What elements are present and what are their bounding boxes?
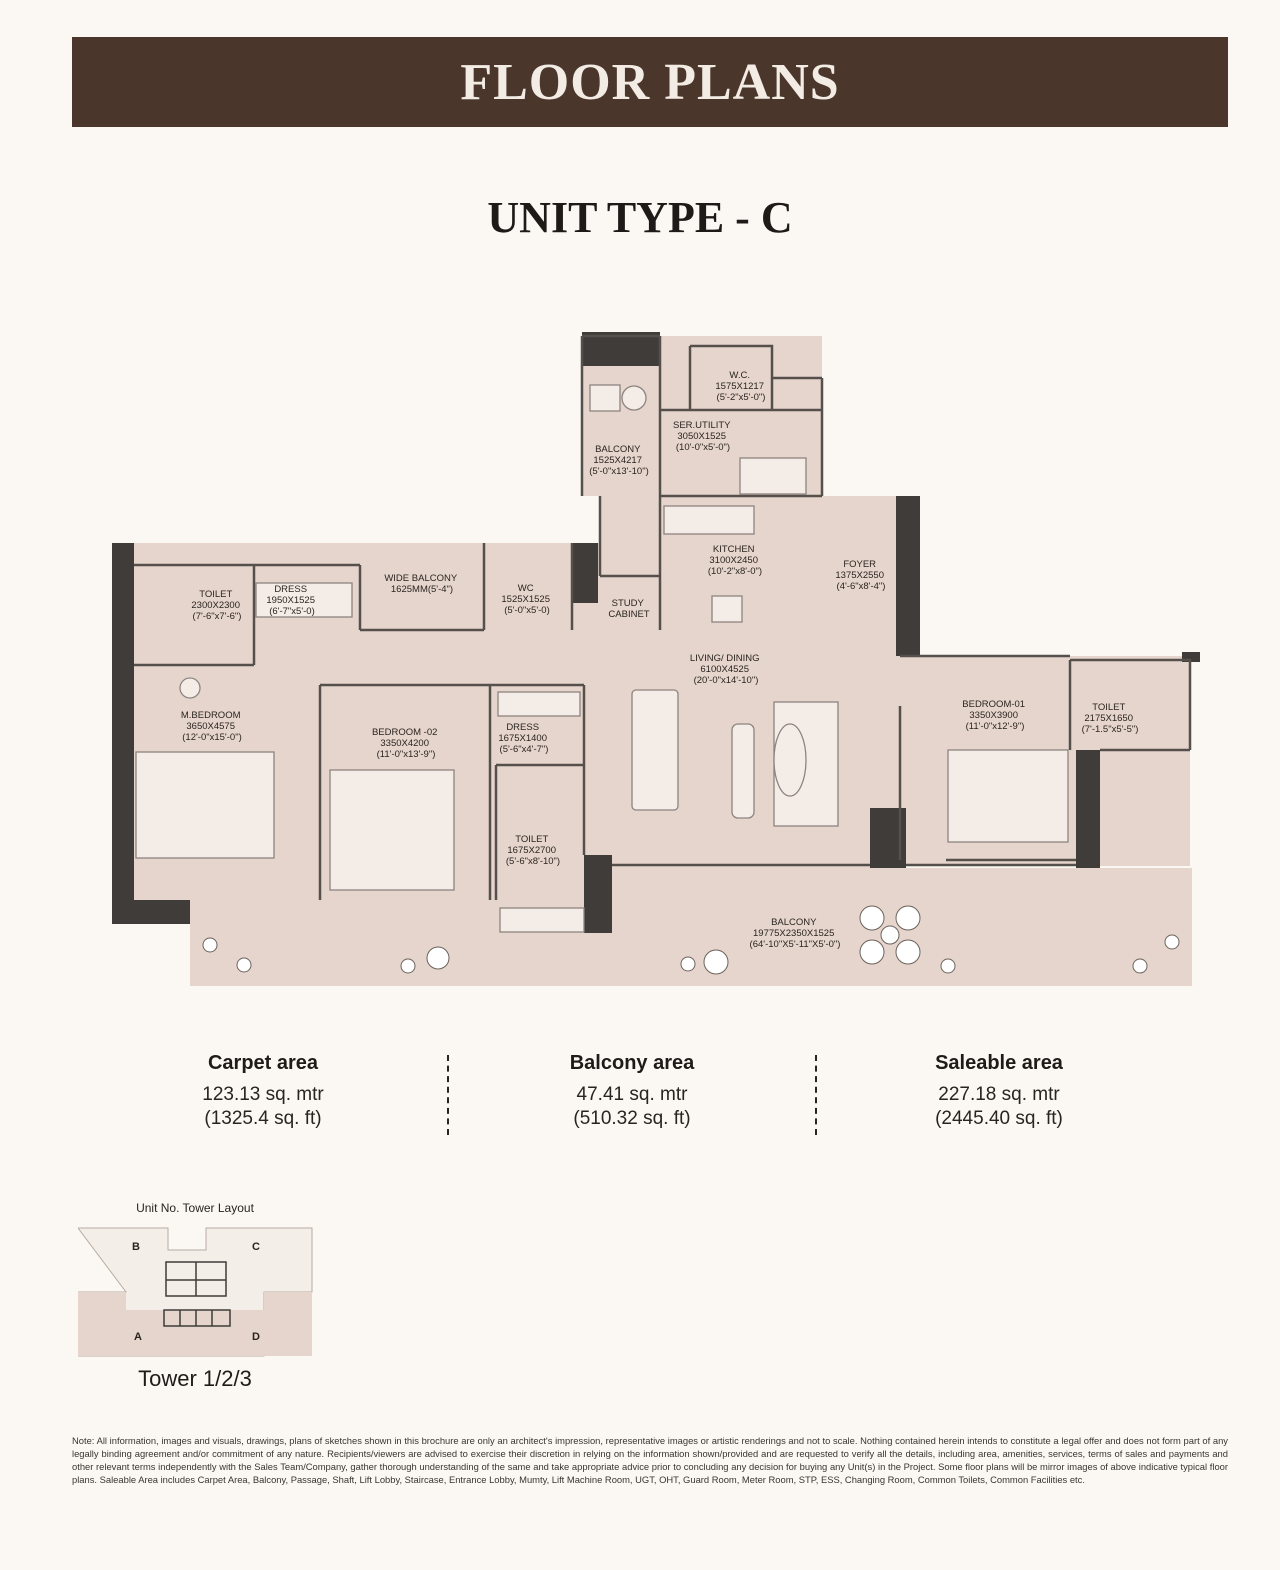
balcony-area-title: Balcony area: [569, 1052, 695, 1074]
label-balcony-top: BALCONY 1525X4217 (5'-0"x13'-10"): [589, 444, 648, 477]
room-labels: W.C. 1575X1217 (5'-2"x5'-0") SER.UTILITY…: [181, 370, 1139, 950]
label-study: STUDY CABINET: [608, 598, 649, 620]
label-wc-2: WC 1525X1525 (5'-0"x5'-0): [501, 583, 552, 616]
tower-unit-a: A: [134, 1331, 142, 1343]
unit-type-title: UNIT TYPE - C: [487, 193, 793, 242]
area-divider: [815, 1055, 817, 1135]
label-living: LIVING/ DINING 6100X4525 (20'-0"x14'-10"…: [690, 653, 762, 686]
label-bedroom-01: BEDROOM-01 3350X3900 (11'-0"x12'-9"): [962, 699, 1027, 732]
label-ser-utility: SER.UTILITY 3050X1525 (10'-0"x5'-0"): [673, 420, 733, 453]
balcony-decor: [202, 905, 1180, 975]
label-toilet-2: TOILET 1675X2700 (5'-6"x8'-10"): [506, 834, 560, 867]
tower-unit-d: D: [252, 1331, 260, 1343]
interior-walls: [134, 334, 1192, 900]
tower-key-plan: B C A D: [78, 1227, 313, 1357]
floor-fill: [112, 336, 1192, 986]
tower-unit-c: C: [252, 1241, 260, 1253]
tower-layout-heading: Unit No. Tower Layout: [136, 1201, 254, 1215]
structural-walls: [112, 332, 1200, 933]
label-foyer: FOYER 1375X2550 (4'-6"x8'-4"): [835, 559, 886, 592]
saleable-area-title: Saleable area: [935, 1052, 1063, 1074]
carpet-area-metric: 123.13 sq. mtr: [202, 1084, 324, 1105]
label-wide-balcony: WIDE BALCONY 1625MM(5'-4"): [384, 573, 459, 595]
label-kitchen: KITCHEN 3100X2450 (10'-2"x8'-0"): [708, 544, 762, 577]
label-toilet-1: TOILET 2300X2300 (7'-6"x7'-6"): [191, 589, 242, 622]
balcony-area-imperial: (510.32 sq. ft): [573, 1108, 691, 1129]
carpet-area-imperial: (1325.4 sq. ft): [204, 1108, 322, 1129]
balcony-area-metric: 47.41 sq. mtr: [576, 1084, 688, 1105]
balcony-area-block: Balcony area 47.41 sq. mtr (510.32 sq. f…: [502, 1052, 762, 1131]
page-title: FLOOR PLANS: [460, 53, 840, 111]
label-dress-1: DRESS 1950X1525 (6'-7"x5'-0): [266, 584, 317, 617]
label-wc-top: W.C. 1575X1217 (5'-2"x5'-0"): [715, 370, 766, 403]
saleable-area-imperial: (2445.40 sq. ft): [935, 1108, 1063, 1129]
label-toilet-3: TOILET 2175X1650 (7'-1.5"x5'-5"): [1082, 702, 1139, 735]
label-balcony-main: BALCONY 19775X2350X1525 (64'-10"X5'-11"X…: [750, 917, 841, 950]
label-m-bedroom: M.BEDROOM 3650X4575 (12'-0"x15'-0"): [181, 710, 243, 743]
furniture: [135, 384, 1069, 933]
area-divider: [447, 1055, 449, 1135]
tower-name: Tower 1/2/3: [138, 1366, 252, 1391]
tower-unit-b: B: [132, 1241, 140, 1253]
header-bar: FLOOR PLANS: [72, 37, 1228, 127]
carpet-area-title: Carpet area: [207, 1052, 319, 1074]
label-dress-2: DRESS 1675X1400 (5'-6"x4'-7"): [498, 722, 549, 755]
floor-plan: W.C. 1575X1217 (5'-2"x5'-0") SER.UTILITY…: [112, 332, 1200, 986]
saleable-area-metric: 227.18 sq. mtr: [938, 1084, 1060, 1105]
carpet-area-block: Carpet area 123.13 sq. mtr (1325.4 sq. f…: [133, 1052, 393, 1131]
disclaimer-note: Note: All information, images and visual…: [72, 1435, 1228, 1485]
label-bedroom-02: BEDROOM -02 3350X4200 (11'-0"x13'-9"): [372, 727, 440, 760]
saleable-area-block: Saleable area 227.18 sq. mtr (2445.40 sq…: [869, 1052, 1129, 1131]
